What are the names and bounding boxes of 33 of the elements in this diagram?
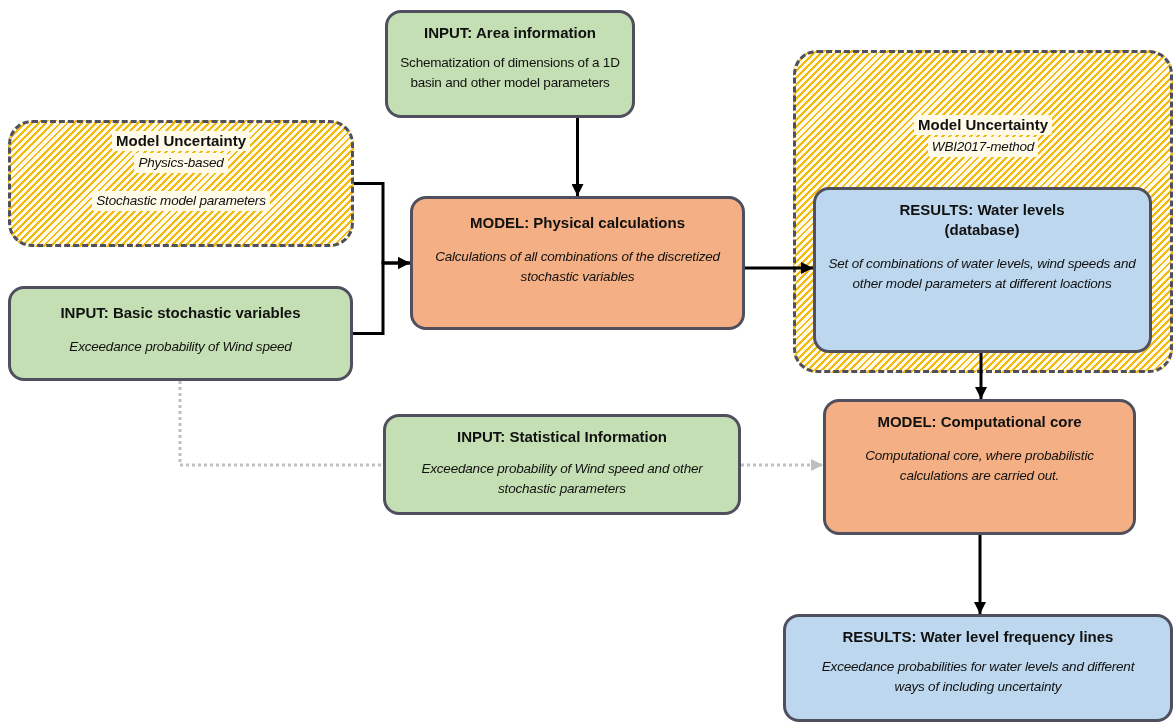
arrow [974, 535, 986, 614]
description: Schematization of dimensions of a 1D basin and other model parameters [399, 54, 621, 92]
heading: INPUT: Statistical Information [456, 427, 668, 447]
model-box [410, 196, 745, 330]
results-box [812, 186, 1152, 353]
arrow [571, 118, 584, 196]
input-box [383, 414, 741, 515]
description: Exceedance probability of Wind speed [68, 338, 293, 356]
uncertainty-box [8, 120, 354, 247]
input-box [8, 286, 353, 381]
heading: MODEL: Physical calculations [468, 213, 687, 233]
model-box [823, 399, 1136, 535]
heading: RESULTS: Water levels (database) [898, 199, 1066, 240]
description: Exceedance probabilities for water levels and different ways of including uncertainty [820, 658, 1136, 696]
description: Computational core, where probabilistic calculations are carried out. [864, 447, 1095, 485]
description: Set of combinations of water levels, wind speeds and other model parameters at different loactions [827, 254, 1137, 293]
description: Exceedance probability of Wind speed and other stochastic parameters [420, 460, 704, 498]
uncertainty-container [793, 50, 1173, 373]
heading: INPUT: Basic stochastic variables [59, 303, 302, 323]
description: Calculations of all combinations of the discretized stochastic variables [434, 248, 722, 286]
heading: Model Uncertainty [914, 115, 1052, 135]
heading: INPUT: Area information [423, 23, 597, 43]
arrow [745, 262, 813, 274]
heading: RESULTS: Water level frequency lines [841, 627, 1115, 647]
description: Physics-based [134, 153, 228, 173]
description: Stochastic model parameters [92, 191, 270, 211]
heading: MODEL: Computational core [876, 412, 1083, 432]
results-box [783, 614, 1173, 722]
input-box [385, 10, 635, 118]
arrow [353, 257, 410, 335]
heading: Model Uncertainty [112, 131, 250, 151]
description: WBI2017-method [927, 137, 1039, 157]
arrow [741, 459, 823, 471]
